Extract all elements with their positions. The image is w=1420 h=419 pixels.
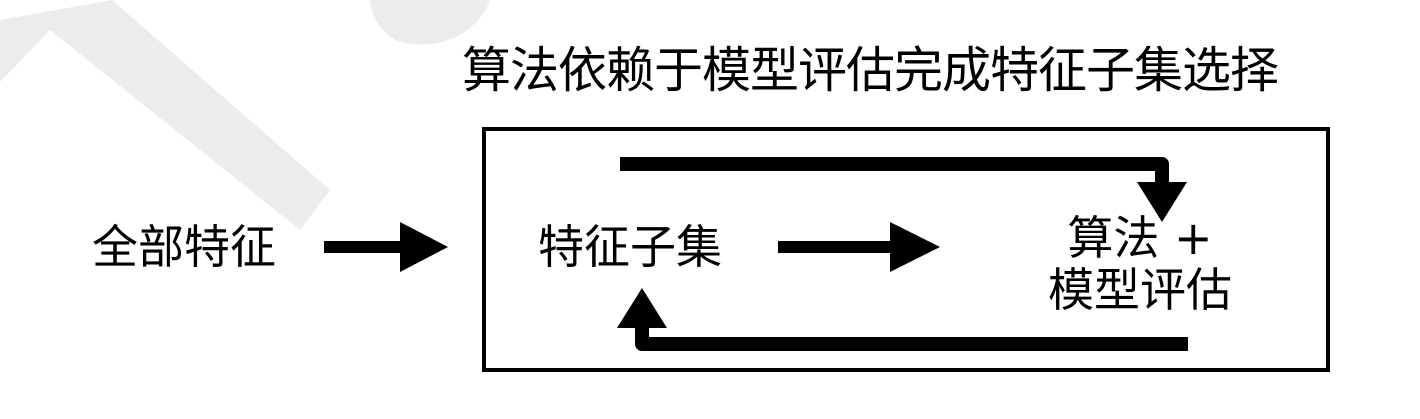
algorithm-label-line1: 算法 + <box>1067 211 1213 265</box>
bottom-feedback-arrow <box>617 288 1188 351</box>
subset-to-algorithm-arrow <box>778 222 940 272</box>
input-arrow <box>324 222 448 272</box>
algorithm-label-line2: 模型评估 <box>1048 263 1232 317</box>
all-features-label: 全部特征 <box>92 220 276 274</box>
wrapper-method-box <box>482 127 1330 372</box>
top-feedback-arrow <box>620 157 1187 222</box>
watermark-stroke-left <box>0 0 330 230</box>
feature-subset-label: 特征子集 <box>538 220 722 274</box>
diagram-title: 算法依赖于模型评估完成特征子集选择 <box>462 42 1279 99</box>
watermark-stroke-right <box>370 0 490 45</box>
algorithm-model-evaluation-label: 算法 + 模型评估 <box>1015 212 1265 316</box>
